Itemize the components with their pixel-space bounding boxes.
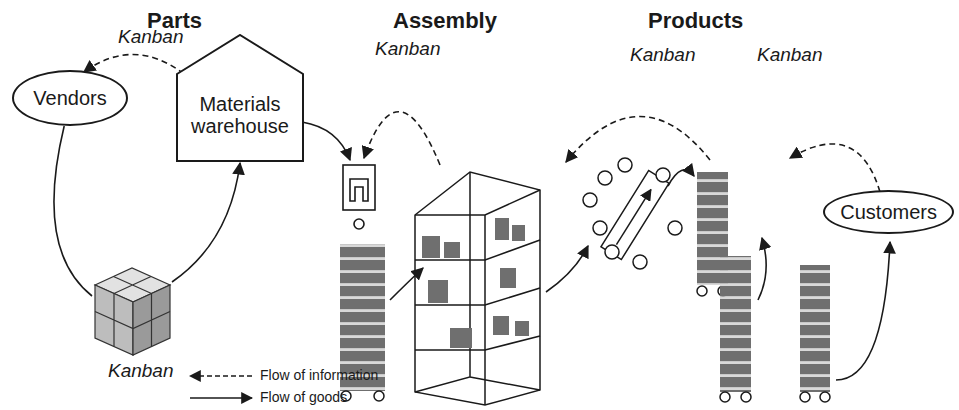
parts-cube <box>95 268 170 355</box>
kanban-post <box>343 165 375 229</box>
node-text: Materials warehouse <box>190 93 290 137</box>
section-heading: Products <box>648 8 743 34</box>
warehouse-house: Materials warehouse <box>176 34 304 162</box>
kanban-label: Kanban <box>118 26 184 48</box>
customer-ellipse: Customers <box>823 190 954 234</box>
kanban-label: Kanban <box>630 44 696 66</box>
flow-arrows <box>302 112 890 380</box>
node-text: Vendors <box>33 87 106 109</box>
legend-samples <box>190 376 252 398</box>
information-flow-arrow <box>84 54 184 74</box>
section-heading: Assembly <box>393 8 497 34</box>
node-text: Customers <box>840 201 937 223</box>
kanban-label: Kanban <box>757 44 823 66</box>
legend-text: Flow of goods <box>260 389 347 405</box>
product-carts <box>697 172 830 402</box>
vendor-ellipse: Vendors <box>12 70 128 126</box>
assembly-shelf <box>415 172 540 405</box>
kanban-label: Kanban <box>375 38 441 60</box>
legend-text: Flow of information <box>260 367 378 383</box>
kanban-label: Kanban <box>108 360 174 382</box>
assembly-line <box>583 158 682 269</box>
